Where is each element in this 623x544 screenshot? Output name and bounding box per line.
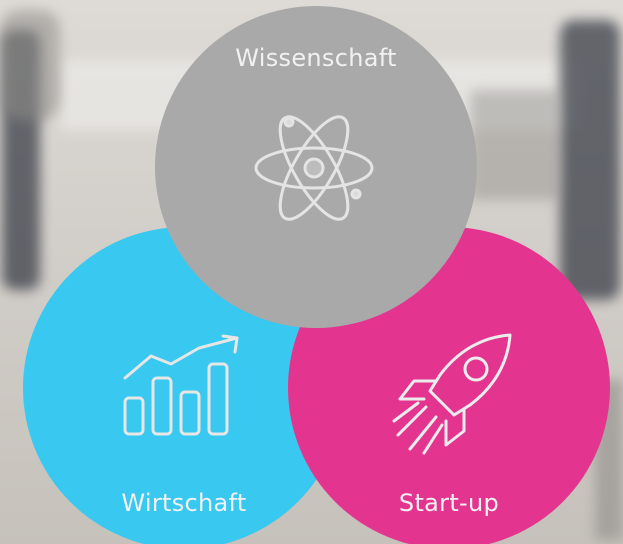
science-label: Wissenschaft bbox=[235, 44, 397, 72]
startup-label: Start-up bbox=[398, 489, 500, 517]
background-person-right bbox=[560, 20, 620, 300]
business-label: Wirtschaft bbox=[121, 489, 247, 517]
atom-icon bbox=[251, 110, 377, 226]
growth-chart-icon bbox=[119, 334, 239, 438]
science-circle: Wissenschaft bbox=[155, 6, 477, 328]
background-person-left-arm bbox=[0, 10, 60, 120]
background-shelf-right bbox=[470, 90, 560, 200]
rocket-icon bbox=[390, 329, 520, 459]
